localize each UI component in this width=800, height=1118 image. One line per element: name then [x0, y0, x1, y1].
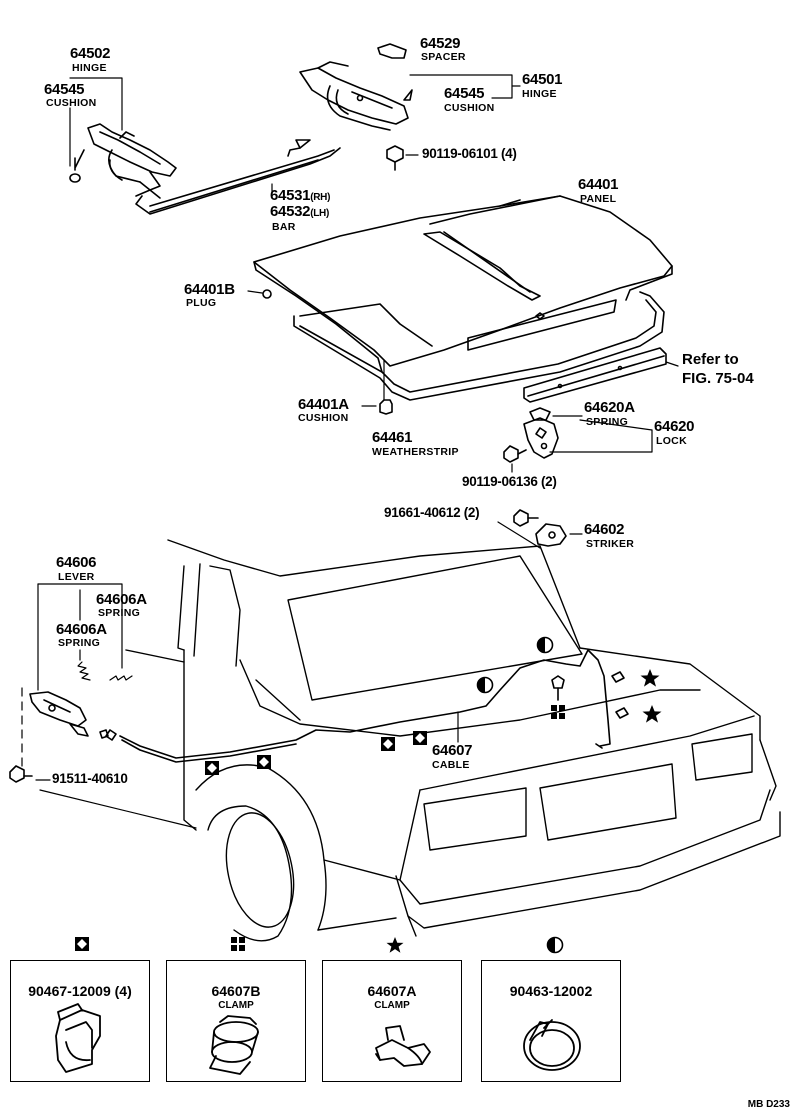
lever-number: 64606 — [56, 554, 97, 571]
half-circle-icon — [536, 636, 554, 654]
legend-box-hose-clamp: 90463-12002 — [481, 960, 621, 1082]
weatherstrip-drawing — [293, 291, 665, 401]
hinge-rh-drawing — [299, 61, 413, 131]
hinge-lh-drawing — [69, 123, 177, 191]
spring-b-name: SPRING — [98, 607, 141, 619]
legend-hose-clamp-number: 90463-12002 — [509, 983, 593, 999]
star-icon — [642, 705, 662, 723]
cushion-lh-number: 64545 — [44, 81, 85, 98]
spacer-drawing — [377, 43, 407, 59]
cushion-rh-number: 64545 — [444, 85, 485, 102]
star-icon — [640, 669, 660, 687]
hood-panel-drawing — [253, 195, 673, 373]
weatherstrip-name: WEATHERSTRIP — [372, 446, 459, 458]
clip-legend-drawing — [55, 1003, 101, 1073]
spring-c-name: SPRING — [58, 637, 101, 649]
spacer-number: 64529 — [420, 35, 461, 52]
bar-name: BAR — [272, 221, 296, 233]
legend-clamp-a-number: 64607A — [367, 983, 417, 999]
legend-clamp-b-name: CLAMP — [218, 1000, 254, 1011]
plug-drawing — [262, 289, 272, 299]
spring-a-name: SPRING — [586, 416, 629, 428]
refer-line1: Refer to — [682, 351, 739, 368]
cable-clamps-drawing — [551, 671, 629, 719]
bolt-striker-drawing — [513, 509, 539, 527]
hinge-lh-number: 64502 — [70, 45, 111, 62]
spacer-name: SPACER — [421, 51, 466, 63]
hose-clamp-legend-drawing — [523, 1019, 581, 1071]
legend-four-squares-icon — [231, 937, 245, 951]
clamp-b-legend-drawing — [209, 1015, 259, 1075]
bolt-lock-number: 90119-06136 (2) — [462, 474, 557, 489]
legend-box-clamp-a: 64607A CLAMP — [322, 960, 462, 1082]
car-body-drawing — [125, 539, 781, 942]
legend-diamond-square-icon — [75, 937, 89, 951]
clamp-a-legend-drawing — [375, 1025, 431, 1067]
bolt-lock-drawing — [503, 445, 527, 463]
cushion-rh-name: CUSHION — [444, 102, 495, 114]
bolt-hinge-drawing — [386, 145, 404, 171]
striker-name: STRIKER — [586, 538, 635, 550]
bar-lh-number: 64532(LH) — [270, 203, 330, 220]
cable-name: CABLE — [432, 759, 470, 771]
figure-code: MB D233 — [747, 1099, 790, 1110]
lever-springs-drawing — [77, 661, 133, 681]
legend-clamp-b-number: 64607B — [211, 983, 261, 999]
lock-name: LOCK — [656, 435, 687, 447]
spring-c-number: 64606A — [56, 621, 107, 638]
diamond-square-icon — [257, 755, 271, 769]
plug-name: PLUG — [186, 297, 217, 309]
lever-drawing — [29, 691, 109, 739]
legend-star-icon — [386, 937, 404, 953]
cable-drawing — [105, 649, 611, 763]
cushion-a-name: CUSHION — [298, 412, 349, 424]
hinge-rh-name: HINGE — [522, 88, 557, 100]
diamond-square-icon — [413, 731, 427, 745]
hinge-rh-number: 64501 — [522, 71, 563, 88]
bar-rh-number: 64531(RH) — [270, 187, 331, 204]
bolt-striker-number: 91661-40612 (2) — [384, 505, 480, 520]
striker-drawing — [535, 523, 567, 547]
four-squares-icon — [551, 705, 565, 719]
bolt-lever-number: 91511-40610 — [52, 771, 128, 786]
cable-number: 64607 — [432, 742, 473, 759]
lever-name: LEVER — [58, 571, 95, 583]
legend-box-clip: 90467-12009 (4) — [10, 960, 150, 1082]
spring-b-number: 64606A — [96, 591, 147, 608]
bolt-hinge-number: 90119-06101 (4) — [422, 146, 517, 161]
legend-clamp-a-name: CLAMP — [374, 1000, 410, 1011]
spring-a-number: 64620A — [584, 399, 635, 416]
lock-number: 64620 — [654, 418, 695, 435]
refer-line2: FIG. 75-04 — [682, 370, 754, 387]
cushion-a-drawing — [379, 399, 393, 415]
bolt-lever-drawing — [9, 765, 33, 783]
legend-clip-number: 90467-12009 (4) — [28, 983, 132, 999]
cushion-lh-name: CUSHION — [46, 97, 97, 109]
plug-number: 64401B — [184, 281, 235, 298]
diamond-square-icon — [381, 737, 395, 751]
cushion-a-number: 64401A — [298, 396, 349, 413]
torsion-bar-drawing — [135, 139, 341, 215]
half-circle-icon — [476, 676, 494, 694]
garnish-drawing — [523, 347, 667, 403]
legend-half-circle-icon — [546, 936, 564, 954]
lock-drawing — [523, 407, 559, 459]
legend-box-clamp-b: 64607B CLAMP — [166, 960, 306, 1082]
panel-number: 64401 — [578, 176, 619, 193]
weatherstrip-number: 64461 — [372, 429, 413, 446]
hinge-lh-name: HINGE — [72, 62, 107, 74]
diamond-square-icon — [205, 761, 219, 775]
striker-number: 64602 — [584, 521, 625, 538]
panel-name: PANEL — [580, 193, 617, 205]
